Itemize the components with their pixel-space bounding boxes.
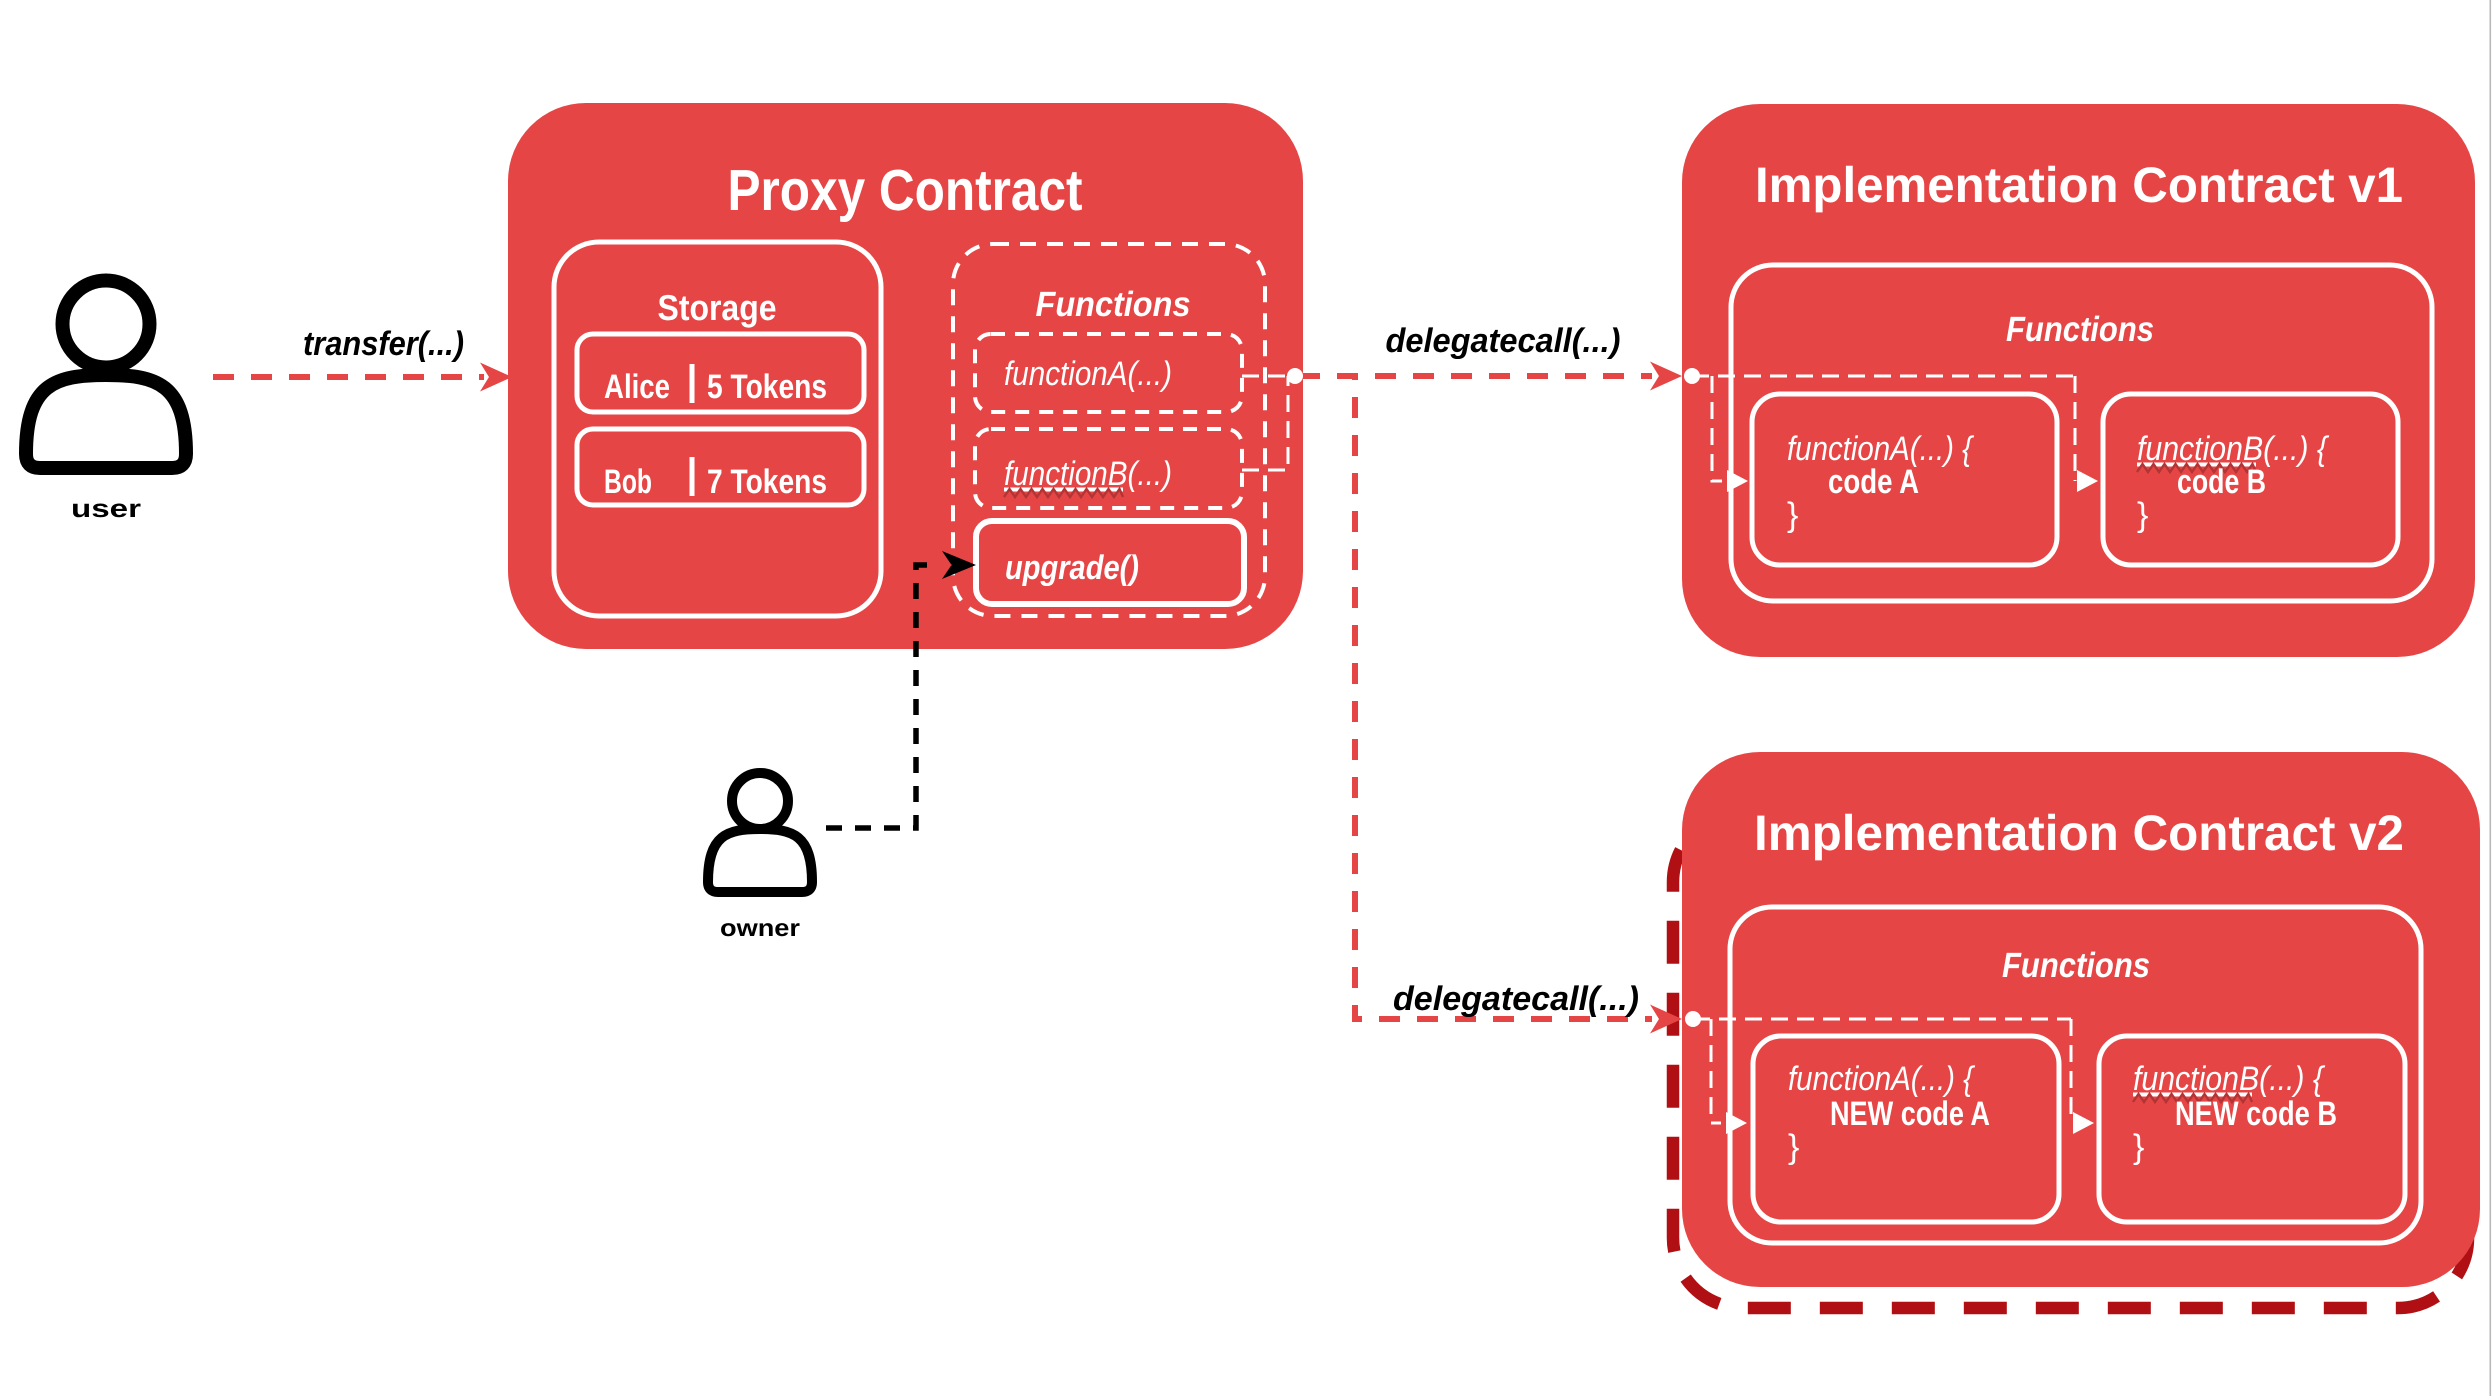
svg-text:7 Tokens: 7 Tokens — [707, 463, 827, 501]
svg-text:functionB(...): functionB(...) — [1004, 455, 1172, 493]
svg-text:owner: owner — [720, 915, 800, 942]
svg-text:NEW code B: NEW code B — [2175, 1095, 2337, 1133]
svg-text:functionB(...) {: functionB(...) { — [2133, 1060, 2325, 1098]
svg-text:Functions: Functions — [2006, 310, 2154, 349]
svg-text:Storage: Storage — [658, 287, 777, 328]
svg-text:delegatecall(...): delegatecall(...) — [1393, 980, 1639, 1018]
svg-text:}: } — [1788, 1128, 1799, 1166]
svg-text:transfer(...): transfer(...) — [303, 325, 464, 363]
svg-text:Implementation Contract v1: Implementation Contract v1 — [1755, 157, 2403, 213]
svg-text:functionB(...) {: functionB(...) { — [2137, 430, 2329, 468]
svg-text:code B: code B — [2177, 463, 2266, 501]
svg-text:}: } — [2133, 1128, 2144, 1166]
svg-text:}: } — [1787, 496, 1798, 534]
svg-text:functionA(...) {: functionA(...) { — [1788, 1060, 1975, 1098]
svg-text:upgrade(): upgrade() — [1005, 549, 1139, 587]
svg-text:Proxy Contract: Proxy Contract — [728, 158, 1083, 223]
svg-text:Bob: Bob — [604, 463, 652, 501]
svg-text:code A: code A — [1828, 463, 1919, 501]
svg-text:functionA(...): functionA(...) — [1004, 355, 1172, 393]
svg-text:Functions: Functions — [2002, 946, 2150, 985]
svg-text:Alice: Alice — [604, 368, 670, 406]
svg-text:NEW code A: NEW code A — [1830, 1095, 1990, 1133]
svg-text:Implementation Contract v2: Implementation Contract v2 — [1754, 805, 2404, 861]
svg-text:functionA(...) {: functionA(...) { — [1787, 430, 1974, 468]
svg-text:}: } — [2137, 496, 2148, 534]
svg-text:5 Tokens: 5 Tokens — [707, 368, 827, 406]
svg-text:user: user — [71, 495, 141, 523]
svg-text:Functions: Functions — [1036, 285, 1191, 324]
svg-text:delegatecall(...): delegatecall(...) — [1386, 322, 1621, 360]
